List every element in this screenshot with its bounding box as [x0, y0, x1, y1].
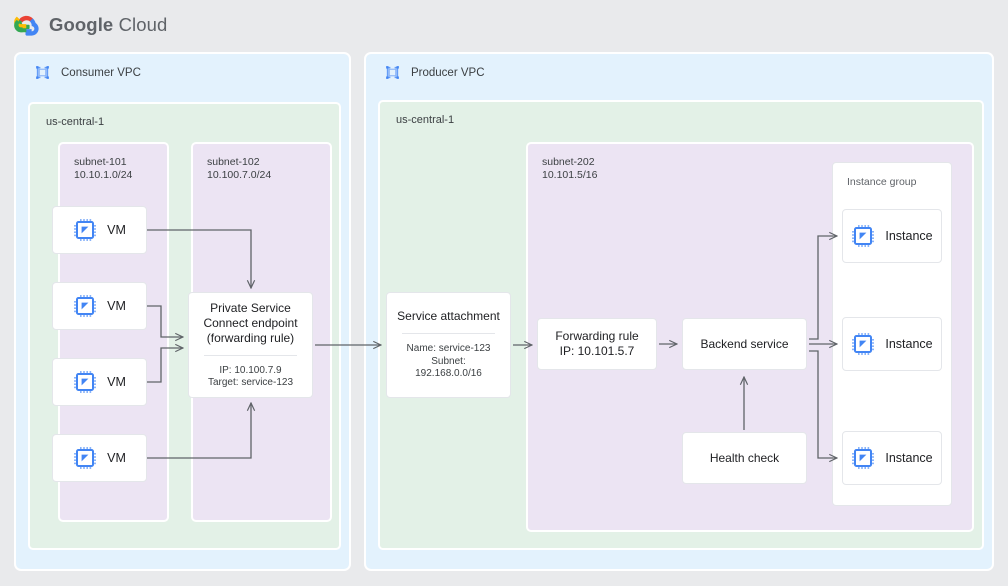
vm-label: VM	[107, 299, 126, 313]
chip-icon	[74, 371, 97, 393]
psc-endpoint-details: IP: 10.100.7.9 Target: service-123	[207, 364, 294, 389]
chip-icon	[74, 295, 97, 317]
subnet-102-label: subnet-102 10.100.7.0/24	[207, 156, 272, 181]
instance-group-label: Instance group	[847, 176, 917, 188]
psc-endpoint-title: Private Service Connect endpoint (forwar…	[203, 300, 298, 345]
subnet-101-label: subnet-101 10.10.1.0/24	[74, 156, 133, 181]
vpc-icon	[386, 66, 399, 79]
brand-text: Google Cloud	[49, 14, 167, 36]
chip-icon	[852, 333, 875, 355]
service-attachment-card[interactable]: Service attachment Name: service-123 Sub…	[386, 292, 511, 398]
forwarding-rule-title: Forwarding rule IP: 10.101.5.7	[555, 329, 639, 358]
vm-card-2[interactable]: VM	[52, 282, 147, 330]
service-attachment-title: Service attachment	[397, 309, 500, 324]
backend-service-title: Backend service	[700, 336, 789, 351]
instance-label: Instance	[885, 229, 933, 243]
producer-region-label: us-central-1	[396, 114, 455, 126]
brand-google: Google	[49, 14, 114, 35]
instance-label: Instance	[885, 451, 933, 465]
subnet-202-label: subnet-202 10.101.5/16	[542, 156, 598, 181]
brand-header: Google Cloud	[14, 12, 167, 38]
divider	[401, 333, 496, 335]
vm-label: VM	[107, 223, 126, 237]
vm-label: VM	[107, 451, 126, 465]
instance-label: Instance	[885, 337, 933, 351]
chip-icon	[74, 219, 97, 241]
service-attachment-details: Name: service-123 Subnet: 192.168.0.0/16	[406, 343, 491, 380]
brand-cloud: Cloud	[113, 14, 168, 35]
health-check-card[interactable]: Health check	[682, 432, 807, 484]
instance-card-1[interactable]: Instance	[842, 209, 942, 263]
google-cloud-logo-icon	[14, 15, 39, 36]
divider	[203, 354, 298, 356]
producer-vpc-label: Producer VPC	[411, 66, 485, 79]
backend-service-card[interactable]: Backend service	[682, 318, 807, 370]
forwarding-rule-card[interactable]: Forwarding rule IP: 10.101.5.7	[537, 318, 657, 370]
consumer-region-label: us-central-1	[46, 116, 105, 128]
instance-card-3[interactable]: Instance	[842, 431, 942, 485]
vm-card-1[interactable]: VM	[52, 206, 147, 254]
health-check-title: Health check	[709, 450, 780, 465]
vm-card-3[interactable]: VM	[52, 358, 147, 406]
vm-card-4[interactable]: VM	[52, 434, 147, 482]
producer-vpc-header: Producer VPC	[384, 64, 485, 81]
chip-icon	[74, 447, 97, 469]
chip-icon	[852, 447, 875, 469]
chip-icon	[852, 225, 875, 247]
consumer-vpc-header: Consumer VPC	[34, 64, 141, 81]
consumer-vpc-label: Consumer VPC	[61, 66, 141, 79]
vm-label: VM	[107, 375, 126, 389]
psc-endpoint-card[interactable]: Private Service Connect endpoint (forwar…	[188, 292, 313, 398]
instance-card-2[interactable]: Instance	[842, 317, 942, 371]
vpc-icon	[36, 66, 49, 79]
